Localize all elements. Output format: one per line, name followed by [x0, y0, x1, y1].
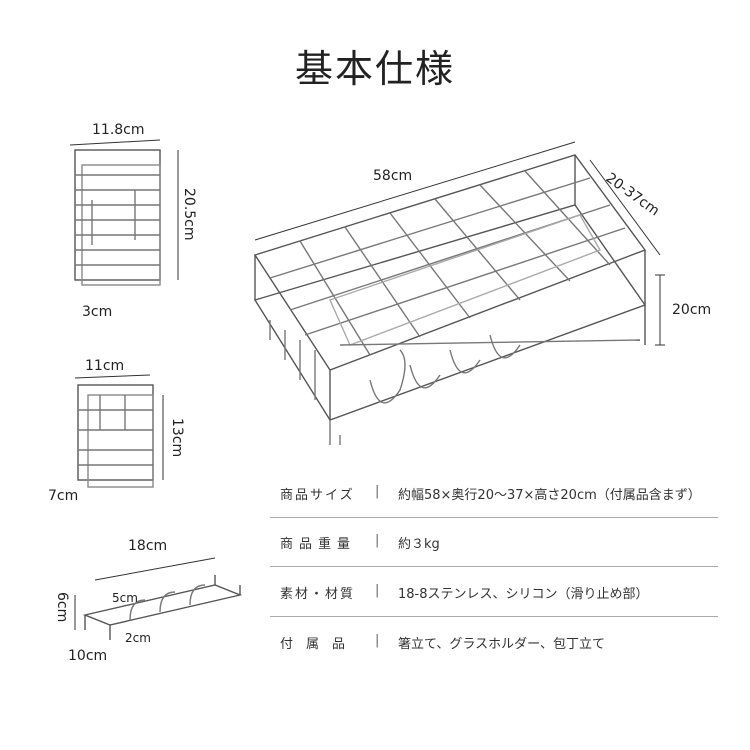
- spec-row-material: 素材・材質 | 18-8ステンレス、シリコン（滑り止め部）: [280, 583, 720, 607]
- main-dish-rack-drawing: [253, 154, 647, 445]
- spec-separator: |: [375, 533, 380, 548]
- glass-width-label: 11cm: [85, 358, 125, 374]
- divider: [270, 566, 718, 567]
- spec-label: 商品重量: [280, 537, 357, 552]
- glass-holder-drawing: [74, 374, 164, 488]
- knife-holder-drawing: [74, 557, 243, 640]
- spec-value: 18-8ステンレス、シリコン（滑り止め部）: [398, 587, 649, 602]
- spec-separator: |: [375, 583, 380, 598]
- chopstick-depth-label: 3cm: [82, 304, 113, 320]
- page-title: 基本仕様: [294, 47, 455, 91]
- spec-row-weight: 商品重量 | 約３kg: [280, 533, 720, 557]
- glass-height-label: 13cm: [169, 418, 185, 458]
- width-dimension-line: [254, 141, 576, 241]
- spec-label: 商品サイズ: [280, 488, 355, 503]
- main-height-label: 20cm: [672, 302, 712, 318]
- depth-dimension-line: [589, 159, 661, 256]
- divider: [270, 616, 718, 617]
- knife-gap-label: 5cm: [112, 591, 138, 605]
- spec-value: 箸立て、グラスホルダー、包丁立て: [398, 637, 605, 652]
- knife-width-label: 18cm: [128, 538, 168, 554]
- chopstick-height-label: 20.5cm: [181, 188, 197, 241]
- knife-slot-label: 2cm: [125, 631, 151, 645]
- spec-label: 付 属 品: [280, 637, 346, 652]
- chopstick-holder-drawing: [69, 139, 179, 286]
- spec-value: 約幅58×奥行20〜37×高さ20cm（付属品含まず）: [398, 488, 701, 503]
- spec-value: 約３kg: [398, 537, 440, 552]
- divider: [270, 517, 718, 518]
- spec-separator: |: [375, 484, 380, 499]
- glass-depth-label: 7cm: [48, 488, 79, 504]
- spec-label: 素材・材質: [280, 587, 356, 602]
- knife-height-label: 6cm: [54, 592, 70, 623]
- spec-row-size: 商品サイズ | 約幅58×奥行20〜37×高さ20cm（付属品含まず）: [280, 484, 720, 508]
- spec-row-accessories: 付 属 品 | 箸立て、グラスホルダー、包丁立て: [280, 633, 720, 657]
- main-width-label: 58cm: [373, 168, 413, 184]
- chopstick-width-label: 11.8cm: [92, 122, 145, 138]
- knife-depth-label: 10cm: [68, 648, 108, 664]
- spec-separator: |: [375, 633, 380, 648]
